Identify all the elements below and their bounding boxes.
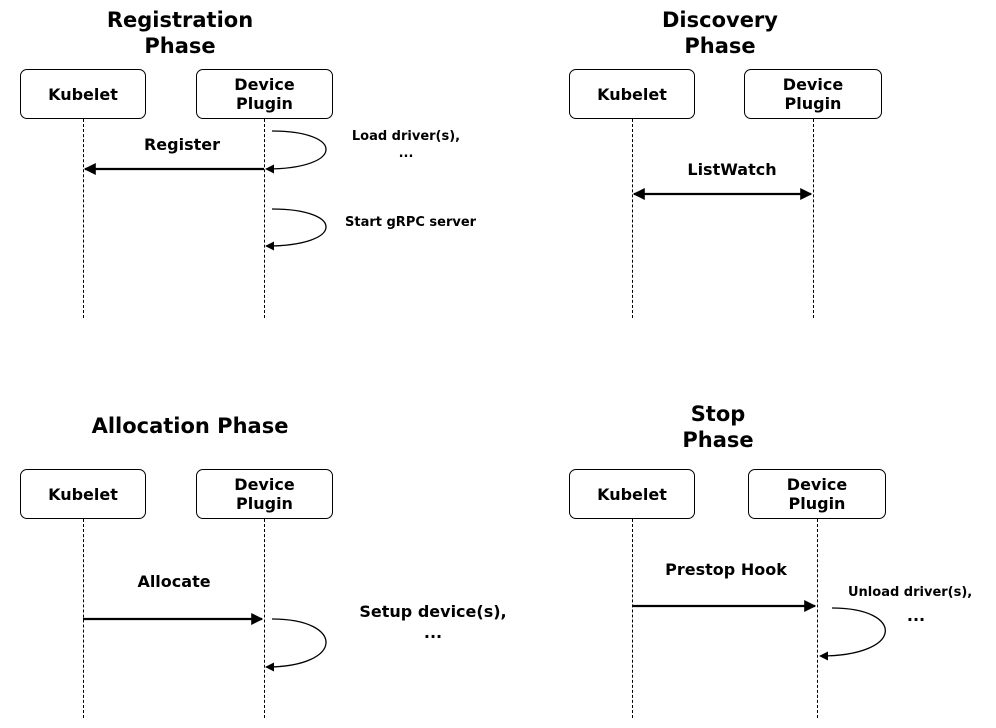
registration-plugin-lifeline	[264, 119, 265, 318]
load-driver-self-arrow	[265, 130, 327, 174]
prestop-hook-label: Prestop Hook	[665, 560, 787, 579]
start-grpc-note: Start gRPC server	[345, 215, 477, 230]
listwatch-label: ListWatch	[687, 160, 777, 179]
allocation-plugin-lifeline	[264, 519, 265, 718]
discovery-device-plugin-box: Device Plugin	[744, 69, 882, 119]
register-label: Register	[143, 135, 221, 154]
discovery-kubelet-lifeline	[632, 119, 633, 318]
registration-device-plugin-box: Device Plugin	[196, 69, 333, 119]
unload-driver-self-arrow	[819, 607, 886, 661]
unload-driver-note: Unload driver(s),	[848, 585, 973, 600]
unload-driver-ellipsis: ...	[906, 606, 926, 625]
registration-kubelet-lifeline	[83, 119, 84, 318]
allocation-device-plugin-box: Device Plugin	[196, 469, 333, 519]
discovery-phase-title: Discovery Phase	[662, 8, 778, 58]
stop-plugin-lifeline	[817, 519, 818, 718]
load-driver-note: Load driver(s), ...	[351, 129, 461, 161]
discovery-kubelet-box: Kubelet	[569, 69, 695, 119]
registration-phase-title: Registration Phase	[106, 8, 254, 58]
start-grpc-self-arrow	[265, 208, 327, 251]
stop-device-plugin-box: Device Plugin	[748, 469, 886, 519]
discovery-plugin-lifeline	[813, 119, 814, 318]
setup-device-note: Setup device(s), ...	[359, 602, 507, 642]
allocation-phase-title: Allocation Phase	[91, 414, 289, 438]
setup-device-self-arrow	[265, 618, 327, 672]
stop-kubelet-lifeline	[632, 519, 633, 718]
stop-kubelet-box: Kubelet	[569, 469, 695, 519]
allocate-label: Allocate	[137, 572, 211, 591]
registration-kubelet-box: Kubelet	[20, 69, 146, 119]
allocation-kubelet-box: Kubelet	[20, 469, 146, 519]
stop-phase-title: Stop Phase	[682, 402, 754, 452]
